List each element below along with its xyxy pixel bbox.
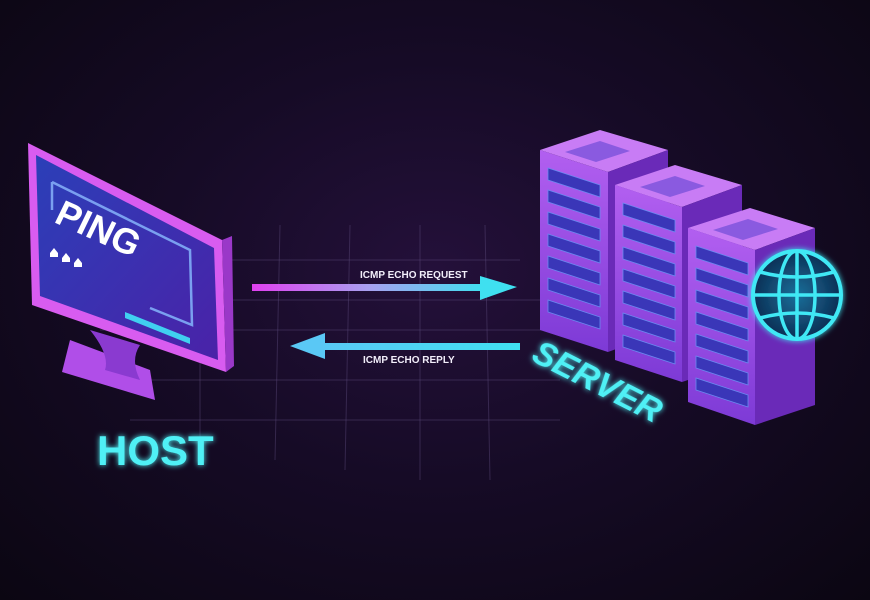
echo-request-arrow (252, 276, 517, 300)
house-icons (50, 248, 82, 267)
drive-slot (695, 377, 749, 408)
drive-slot (547, 233, 601, 264)
drive-slot (622, 312, 676, 343)
echo-request-label: ICMP ECHO REQUEST (360, 270, 468, 281)
progress-bar (125, 312, 190, 344)
host-monitor: PING (28, 143, 234, 400)
monitor-screen (36, 155, 218, 360)
drive-slot (547, 299, 601, 330)
drive-slot (547, 189, 601, 220)
drive-slot (695, 245, 749, 276)
drive-slot (547, 255, 601, 286)
drive-slot (622, 246, 676, 277)
drive-slot (695, 333, 749, 364)
drive-slot (547, 277, 601, 308)
drive-slot (547, 167, 601, 198)
drive-slot (622, 268, 676, 299)
drive-slot (622, 290, 676, 321)
echo-reply-label: ICMP ECHO REPLY (363, 355, 455, 366)
drive-slot (695, 311, 749, 342)
drive-slot (695, 289, 749, 320)
echo-reply-arrow (290, 333, 520, 359)
drive-slot (695, 267, 749, 298)
globe-icon (751, 249, 843, 341)
drive-slot (622, 224, 676, 255)
drive-slot (695, 355, 749, 386)
drive-slot (622, 334, 676, 365)
drive-slot (622, 202, 676, 233)
drive-slot (547, 211, 601, 242)
host-label: HOST (97, 427, 214, 474)
